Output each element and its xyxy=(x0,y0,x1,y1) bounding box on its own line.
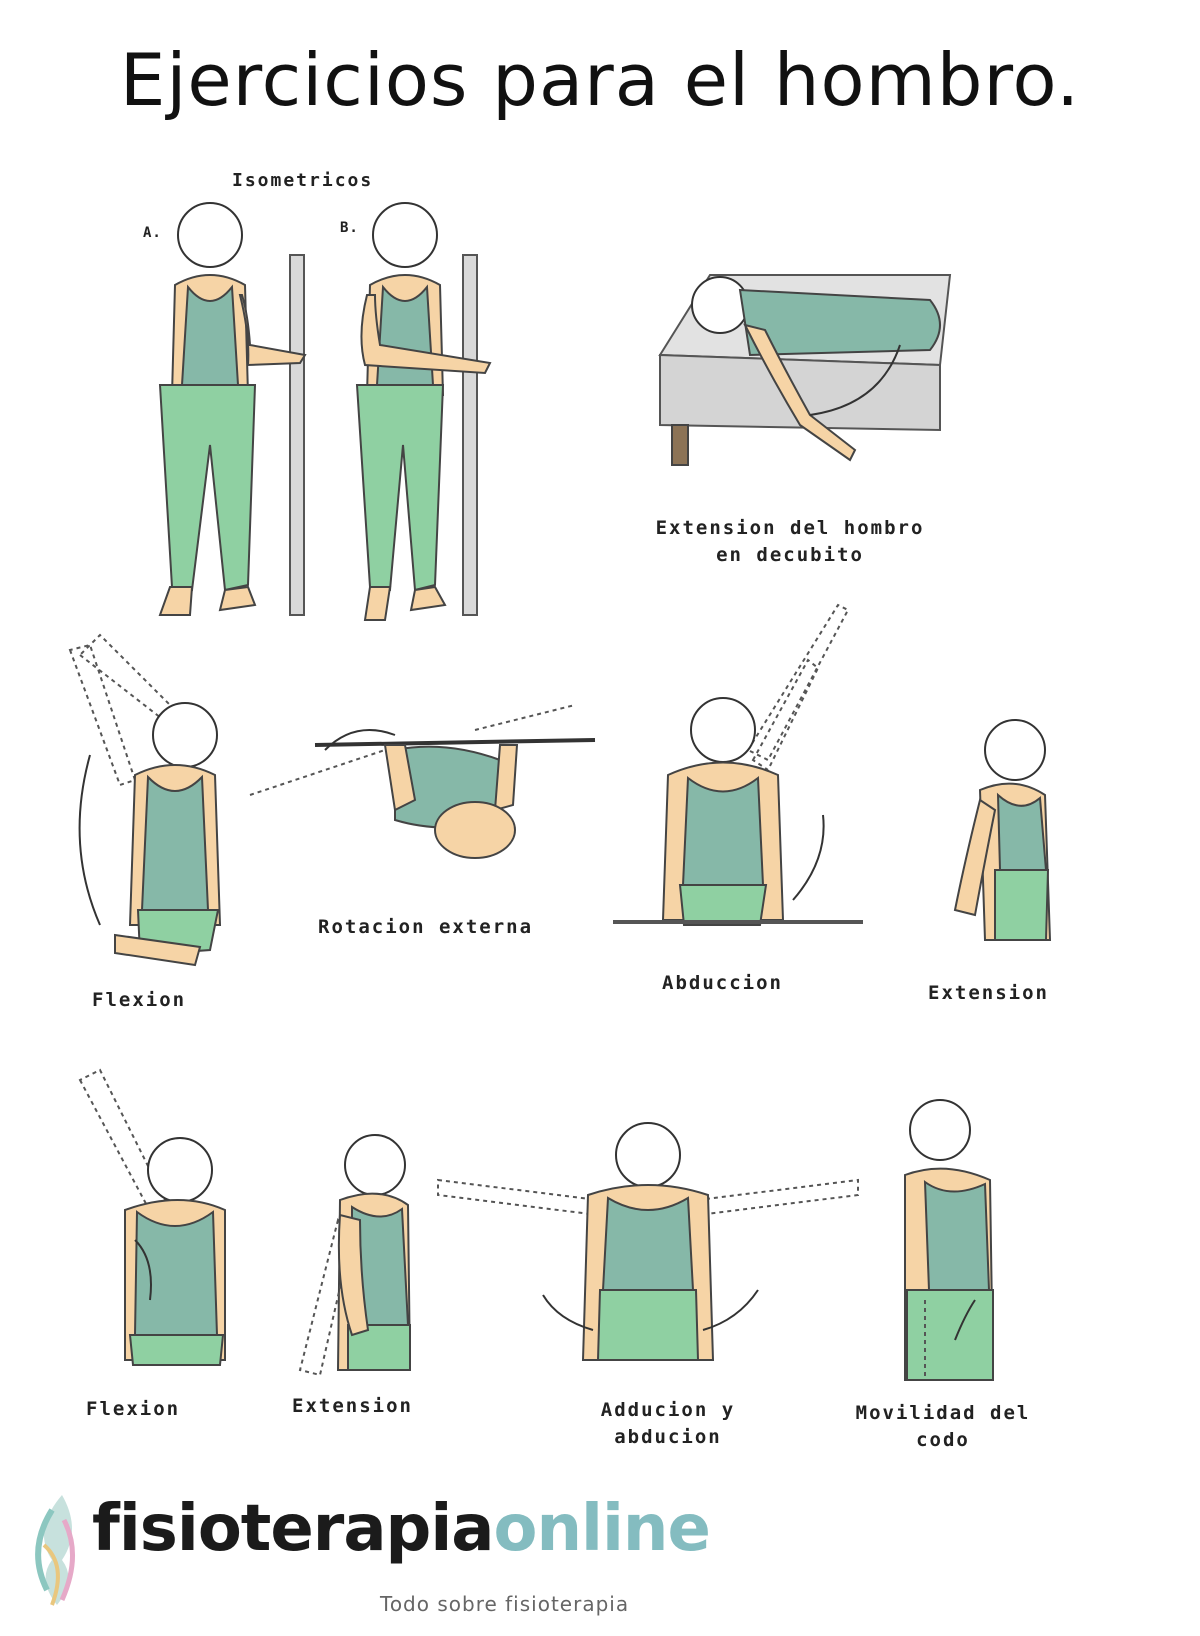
brand-tagline: Todo sobre fisioterapia xyxy=(380,1592,630,1616)
leaf-logo-icon xyxy=(35,1495,75,1606)
label-flexion-2: Flexion xyxy=(86,1398,181,1420)
label-extension-decubito-2: en decubito xyxy=(716,544,864,566)
label-flexion-1: Flexion xyxy=(92,989,187,1011)
brand-light: online xyxy=(493,1492,710,1566)
figure-flexion-1 xyxy=(68,633,222,967)
figure-extension-1 xyxy=(953,719,1052,941)
isometric-a-label: A. xyxy=(143,225,162,241)
label-movilidad-2: codo xyxy=(916,1429,970,1451)
label-abduccion: Abduccion xyxy=(662,972,783,994)
label-extension-2: Extension xyxy=(292,1395,413,1417)
brand-dark: fisioterapia xyxy=(92,1492,494,1566)
figure-flexion-2 xyxy=(78,1068,226,1366)
figure-extension-decubito xyxy=(658,274,952,466)
page-title: Ejercicios para el hombro. xyxy=(119,38,1081,122)
figure-abduccion xyxy=(613,603,863,926)
figure-extension-2 xyxy=(298,1134,412,1377)
label-aduccion-1: Adducion y xyxy=(600,1399,736,1421)
figure-isometric-b xyxy=(355,202,492,621)
label-movilidad-1: Movilidad del xyxy=(855,1402,1031,1424)
isometric-heading: Isometricos xyxy=(232,170,374,191)
label-rotacion-externa: Rotacion externa xyxy=(318,916,534,938)
isometric-b-label: B. xyxy=(340,220,359,236)
label-aduccion-2: abducion xyxy=(614,1426,722,1448)
label-extension-1: Extension xyxy=(928,982,1049,1004)
figure-movilidad-codo xyxy=(904,1099,995,1381)
figure-aduccion-abducion xyxy=(437,1122,859,1361)
figure-isometric-a xyxy=(158,202,307,616)
label-extension-decubito-1: Extension del hombro xyxy=(655,517,925,539)
figure-rotacion-externa xyxy=(249,704,596,859)
brand-logo-text: fisioterapiaonline xyxy=(92,1492,711,1566)
